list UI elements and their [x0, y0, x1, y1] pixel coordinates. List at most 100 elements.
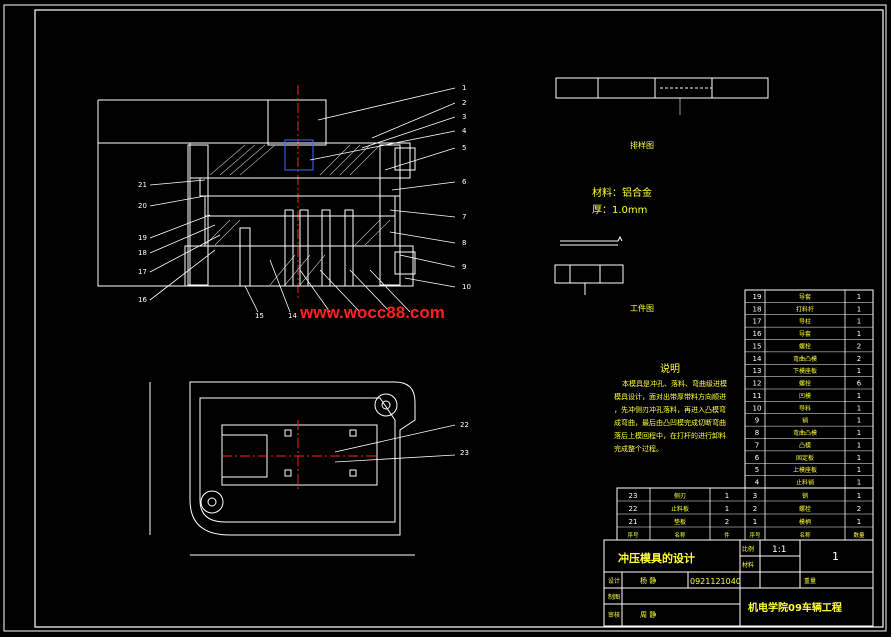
material-label: 材料：铝合金: [592, 186, 652, 199]
bom-row-qty: 1: [857, 466, 861, 474]
part-title: 工件图: [630, 303, 654, 313]
plan-label: 23: [460, 449, 469, 457]
bom-row-name: 下模座板: [793, 367, 817, 375]
part-label: 19: [138, 234, 147, 242]
bom-cell: 垫板: [674, 518, 686, 526]
note-line: ，先冲侧刃冲孔落料，再进入凸模弯: [614, 405, 726, 414]
bom-row-name: 凸模: [799, 441, 811, 449]
part-label: 6: [462, 178, 467, 186]
bom-header-cell: 名称: [674, 531, 686, 539]
bom-row-number: 8: [755, 429, 759, 437]
bom-row-qty: 1: [857, 441, 861, 449]
bom-row-name: 弯曲凸模: [793, 429, 817, 437]
bom-row-number: 13: [753, 367, 762, 375]
bom-cell: 22: [629, 505, 638, 513]
bom-row-name: 导套: [799, 293, 811, 301]
bom-row-name: 打料杆: [796, 305, 814, 313]
bom-row-name: 弯曲凸模: [793, 355, 817, 363]
title-block-text: 冲压模具的设计 比例 1:1 1 材料 重量 设计 杨 静 0921121040…: [608, 545, 842, 619]
bom-row-qty: 1: [857, 429, 861, 437]
part-label: 16: [138, 296, 147, 304]
strip-layout: [555, 77, 769, 115]
bom-row-qty: 1: [857, 479, 861, 487]
bom-cell: 23: [629, 492, 638, 500]
bom-row-name: 导柱: [799, 318, 811, 326]
bom-row-number: 19: [753, 293, 762, 301]
bom-row-number: 11: [753, 392, 762, 400]
part-label: 20: [138, 202, 147, 210]
strip-title: 排样图: [630, 140, 654, 150]
bom-row-number: 6: [755, 454, 760, 462]
part-label: 2: [462, 99, 466, 107]
bom-cell: 1: [857, 518, 861, 526]
drawing-frame: [3, 4, 887, 632]
review-header: 审核: [608, 611, 620, 619]
bom-row-number: 5: [755, 466, 759, 474]
bom-cell: 侧刃: [674, 492, 686, 500]
watermark: www.wocc88.com: [299, 303, 445, 322]
part-label: 21: [138, 181, 147, 189]
bom-header-cell: 序号: [749, 531, 761, 539]
scale-value: 1:1: [772, 545, 786, 555]
note-line: 本模具是冲孔、落料、弯曲级进模: [622, 379, 727, 388]
section-hatch: [204, 144, 391, 286]
bom-row-qty: 1: [857, 318, 861, 326]
bom-row-qty: 1: [857, 367, 861, 375]
designer-header: 设计: [608, 577, 620, 585]
bom-cell: 2: [753, 505, 757, 513]
part-label: 10: [462, 283, 471, 291]
bom-row-qty: 1: [857, 392, 861, 400]
bom-row-name: 凹模: [799, 392, 811, 400]
bom-cell: 1: [857, 492, 861, 500]
part-drawing: [554, 235, 624, 295]
thickness-label: 厚：1.0mm: [592, 204, 647, 216]
part-label: 1: [462, 84, 466, 92]
bom-row-name: 螺栓: [799, 342, 811, 350]
bom-row-name: 螺栓: [799, 380, 811, 388]
section-leaders: [149, 87, 456, 313]
bom-row-number: 9: [755, 417, 759, 425]
note-line: 模具设计，面对出带厚带料方向顺进: [614, 392, 726, 401]
bom-row-number: 12: [753, 380, 762, 388]
part-label: 8: [462, 239, 466, 247]
part-label: 7: [462, 213, 466, 221]
die-plan-view: [149, 381, 456, 556]
weight-header: 重量: [804, 577, 816, 585]
designer-name: 杨 静: [640, 576, 656, 585]
bom-row-name: 固定板: [796, 454, 814, 462]
bom-cell: 1: [725, 505, 729, 513]
part-label: 14: [288, 312, 297, 320]
reviewer-name: 周 静: [640, 610, 656, 619]
bom-cell: 2: [857, 505, 861, 513]
bom-row-qty: 2: [857, 355, 861, 363]
drawing-title: 冲压模具的设计: [618, 551, 695, 565]
bom-cell: 3: [753, 492, 757, 500]
drawing-header: 制图: [608, 593, 620, 601]
bom-cell: 2: [725, 518, 729, 526]
school-name: 机电学院09车辆工程: [748, 601, 842, 614]
bom-row-qty: 1: [857, 417, 861, 425]
bom-header-cell: 序号: [627, 531, 639, 539]
student-id: 0921121040: [690, 577, 741, 586]
bom-row-number: 18: [753, 305, 762, 313]
part-label: 5: [462, 144, 466, 152]
bom-row-name: 止料销: [796, 479, 814, 487]
part-label: 9: [462, 263, 466, 271]
bom-row-qty: 2: [857, 342, 861, 350]
bom-row-name: 销: [802, 417, 808, 425]
bom-row-name: 上模座板: [793, 466, 817, 474]
bom-cell: 螺栓: [799, 505, 811, 513]
bom-cell: 21: [629, 518, 638, 526]
bom-row-qty: 6: [857, 380, 862, 388]
part-number-labels: 1 2 3 4 5 6 7 8 9 10 21 20 19 18 17 16 1…: [138, 84, 471, 320]
part-label: 4: [462, 127, 467, 135]
bom-row-number: 10: [753, 404, 762, 412]
bom-row-qty: 1: [857, 454, 861, 462]
sheet-value: 1: [832, 550, 839, 563]
note-line: 落后上模回程中，在打杆的进行卸料: [614, 431, 726, 440]
part-label: 3: [462, 113, 466, 121]
